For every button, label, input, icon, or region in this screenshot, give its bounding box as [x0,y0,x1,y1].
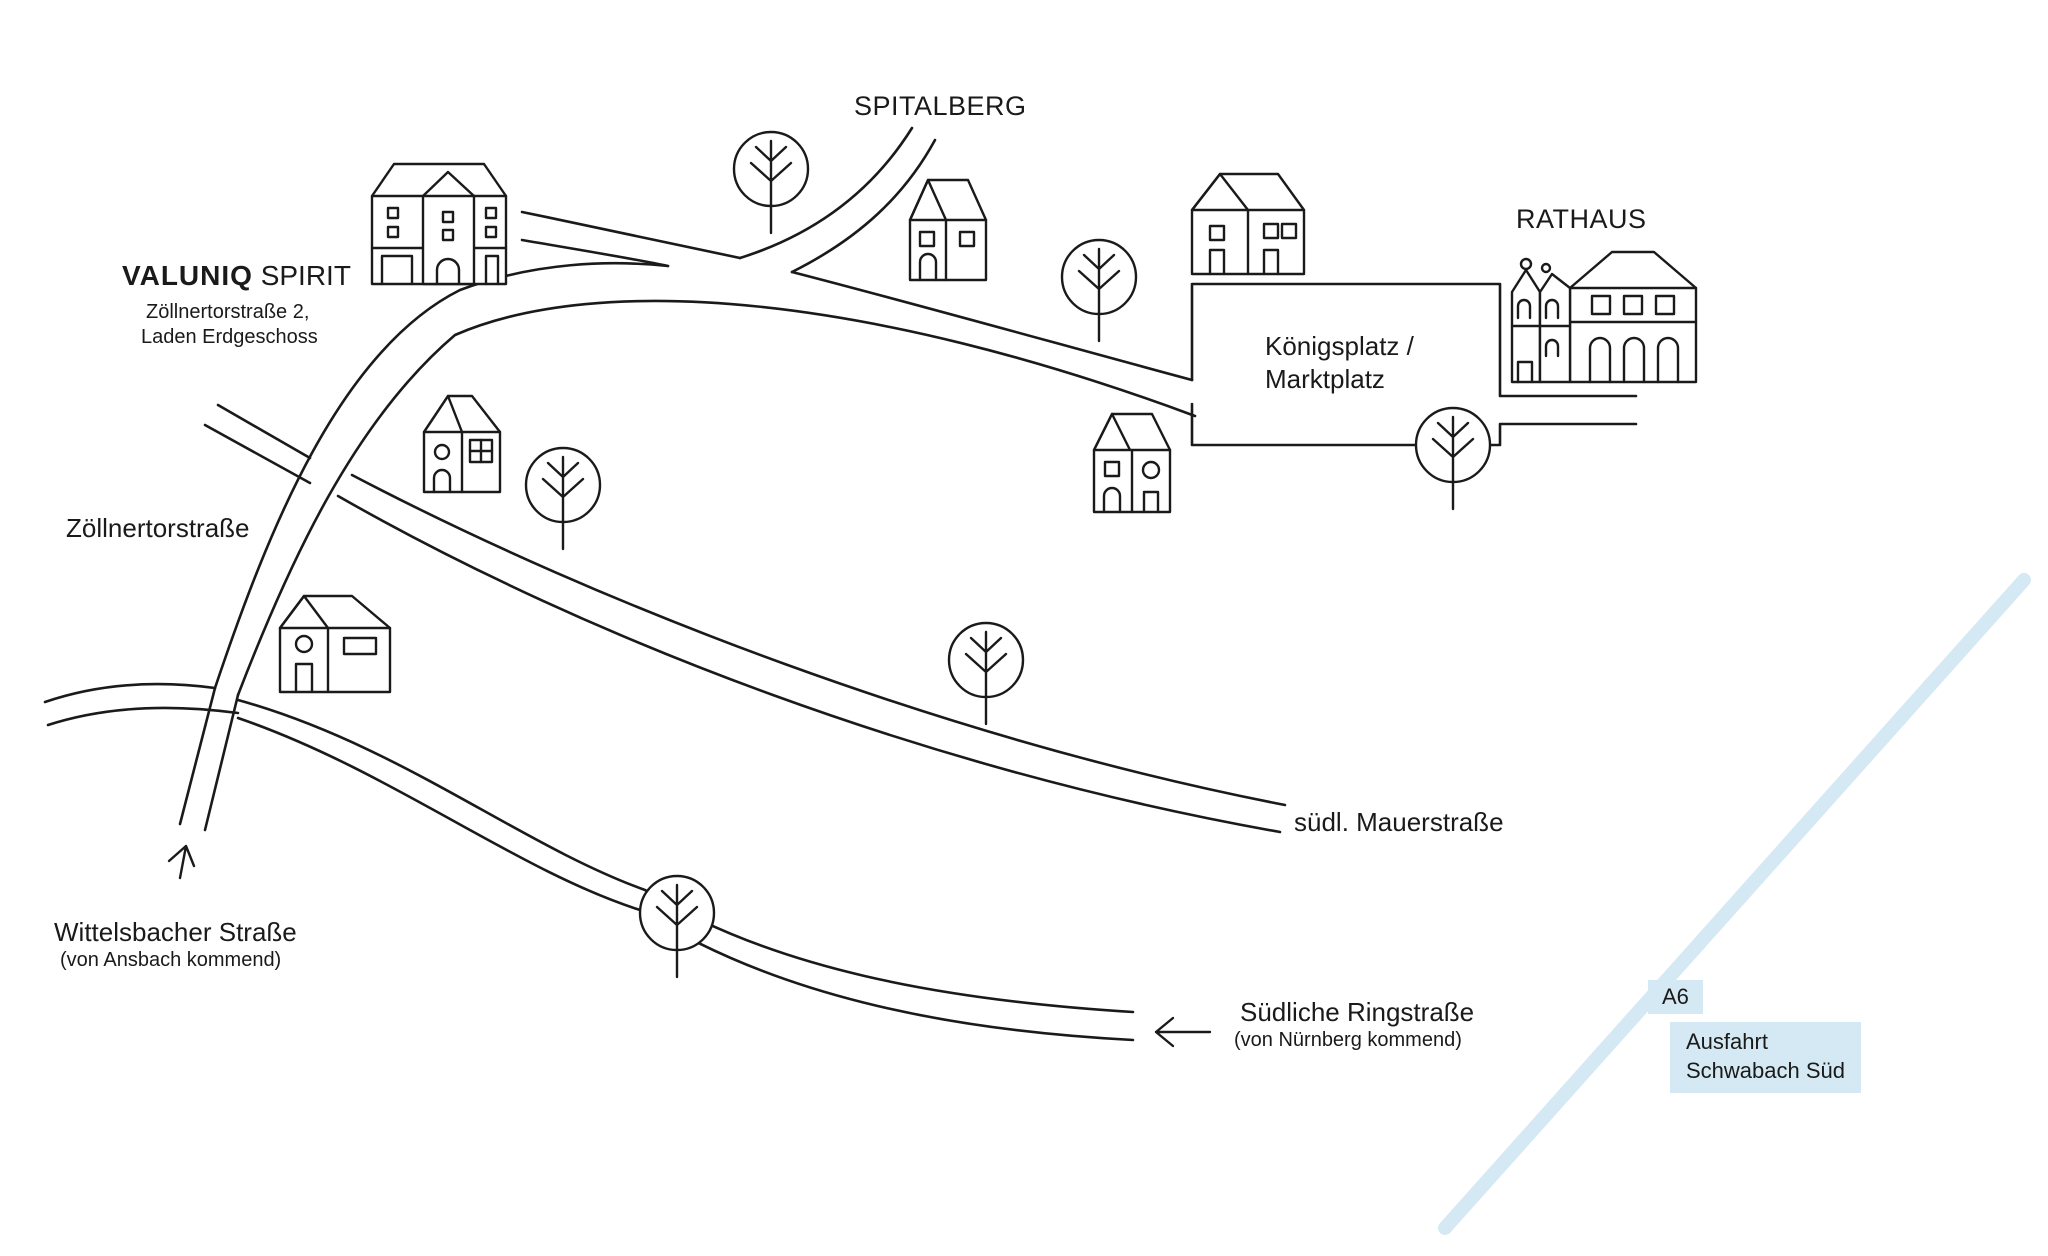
tree-icon [1060,238,1138,343]
road-zoellnertorstrasse-outer [213,261,670,690]
direction-arrow-icon [167,844,196,880]
koenigsplatz-outline-bottom [1190,402,1418,447]
koenigsplatz-outline-right [1484,422,1638,447]
label-wittelsbacher-note: (von Ansbach kommend) [60,949,282,971]
exit-line1: Ausfahrt [1686,1029,1768,1054]
exit-line2: Schwabach Süd [1686,1057,1845,1083]
label-ringstrasse: Südliche Ringstraße [1240,997,1475,1027]
road-spitalberg-left [738,126,914,260]
tree-icon [1414,406,1492,511]
road-mauer-lower [203,423,312,485]
road-square-upper [790,270,1194,382]
tree-icon [732,130,810,235]
label-koenigsplatz: Königsplatz / [1265,331,1414,361]
brand-name: VALUNIQ [122,260,253,291]
label-mauerstrasse: südl. Mauerstraße [1294,807,1504,837]
label-marktplatz: Marktplatz [1265,364,1385,394]
location-address: Zöllnertorstraße 2, [146,301,310,323]
road-building-lower [520,238,670,268]
valuniq-building-icon [370,162,508,286]
koenigsplatz-outline [1190,282,1638,398]
road-west-upper [43,682,217,704]
house-icon [908,178,988,282]
brand-suffix: SPIRIT [260,260,351,291]
road-wittelsbacher-right [203,693,240,832]
label-ringstrasse-note: (von Nürnberg kommend) [1234,1029,1462,1051]
direction-arrow-icon [1154,1016,1212,1048]
road-mauer-upper [216,403,312,460]
house-icon [422,394,502,494]
label-wittelsbacher: Wittelsbacher Straße [54,917,297,947]
label-spitalberg: SPITALBERG [854,91,1027,121]
house-icon [1092,412,1172,514]
road-mauerstrasse-upper [350,473,1287,807]
highway-exit-label: Ausfahrt Schwabach Süd [1670,1022,1861,1094]
location-floor: Laden Erdgeschoss [141,326,318,348]
highway-a6 [1438,573,2031,1235]
label-rathaus: RATHAUS [1516,204,1647,234]
town-hall-icon [1510,250,1698,384]
house-icon [278,594,392,694]
house-icon [1190,172,1306,276]
label-zoellnertorstrasse: Zöllnertorstraße [66,513,250,543]
location-name: VALUNIQ SPIRIT [122,258,351,293]
road-west-lower [46,706,240,727]
road-building-upper [520,210,742,260]
road-spitalberg-right [790,138,937,274]
road-zoellnertorstrasse-inner [236,299,1197,697]
road-ringstrasse-upper [236,698,1135,1014]
road-mauerstrasse-lower [336,494,1282,834]
tree-icon [638,874,716,979]
tree-icon [524,446,602,551]
tree-icon [947,621,1025,726]
highway-badge-a6: A6 [1648,980,1703,1014]
